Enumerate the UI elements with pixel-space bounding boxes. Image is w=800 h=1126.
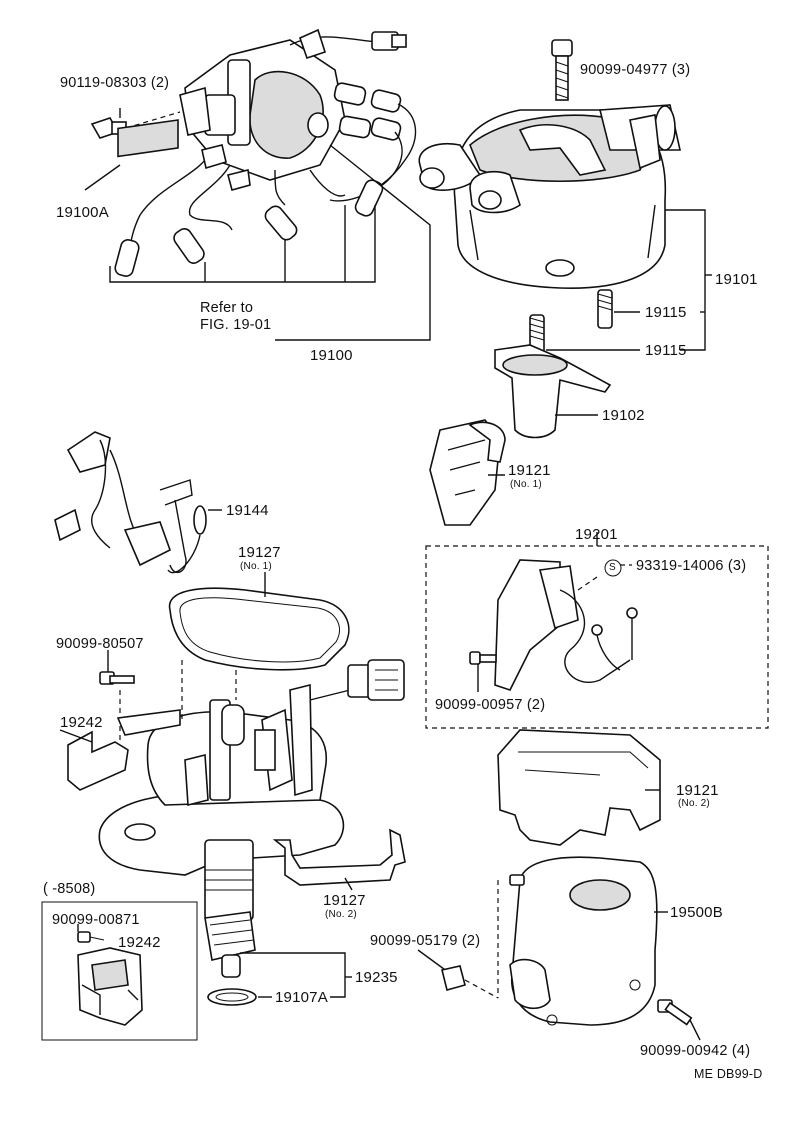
label-19201: 19201 <box>575 526 618 543</box>
label-19242-b: 19242 <box>118 934 161 951</box>
distributor-assembly-19100 <box>84 28 431 341</box>
label-90099-00871: 90099-00871 <box>52 912 140 928</box>
distributor-housing <box>59 650 406 1006</box>
rotor-19102 <box>494 344 612 439</box>
distributor-cap-19101 <box>418 39 712 358</box>
dust-cover-19121-no1 <box>429 419 506 526</box>
label-19127-no2-sub: (No. 2) <box>325 909 357 920</box>
label-refer-to: Refer to <box>200 300 254 316</box>
label-90099-00942: 90099-00942 (4) <box>640 1043 751 1059</box>
label-19100: 19100 <box>310 347 353 364</box>
sensor-harness-19144 <box>54 431 222 574</box>
label-19100A: 19100A <box>56 204 109 221</box>
label-19235: 19235 <box>355 969 398 986</box>
label-19144: 19144 <box>226 502 269 519</box>
label-19242-a: 19242 <box>60 714 103 731</box>
label-90099-80507: 90099-80507 <box>56 636 144 652</box>
label-19121-no1-sub: (No. 1) <box>510 479 542 490</box>
label-19121-no2: 19121 <box>676 782 719 799</box>
label-19115-a: 19115 <box>645 304 687 321</box>
igniter-assembly-19201 <box>425 532 769 729</box>
label-19102: 19102 <box>602 407 645 424</box>
label-19101: 19101 <box>715 271 758 288</box>
label-90099-04977: 90099-04977 (3) <box>580 62 691 78</box>
label-19127-no2: 19127 <box>323 892 366 909</box>
label-93319-14006: 93319-14006 (3) <box>636 558 747 574</box>
label-19500B: 19500B <box>670 904 723 921</box>
label-90099-05179: 90099-05179 (2) <box>370 933 481 949</box>
inset-8508 <box>41 901 198 1041</box>
label-90119-08303: 90119-08303 (2) <box>60 75 170 91</box>
case-19500B <box>417 856 701 1041</box>
label-19115-b: 19115 <box>645 342 687 359</box>
cover-19121-no2 <box>497 729 661 846</box>
label-19121-no1: 19121 <box>508 462 551 479</box>
label-19127-no1-sub: (No. 1) <box>240 561 272 572</box>
label-19107A: 19107A <box>275 989 328 1006</box>
label-19121-no2-sub: (No. 2) <box>678 798 710 809</box>
gasket-19127-no1 <box>168 572 350 671</box>
diagram-code: ME DB99-D <box>694 1067 763 1081</box>
label-fig-ref: FIG. 19-01 <box>200 317 272 333</box>
label-s-mark: S <box>609 562 616 573</box>
label-90099-00957: 90099-00957 (2) <box>435 697 546 713</box>
label-range-8508: ( -8508) <box>43 881 96 897</box>
label-19127-no1: 19127 <box>238 544 281 561</box>
